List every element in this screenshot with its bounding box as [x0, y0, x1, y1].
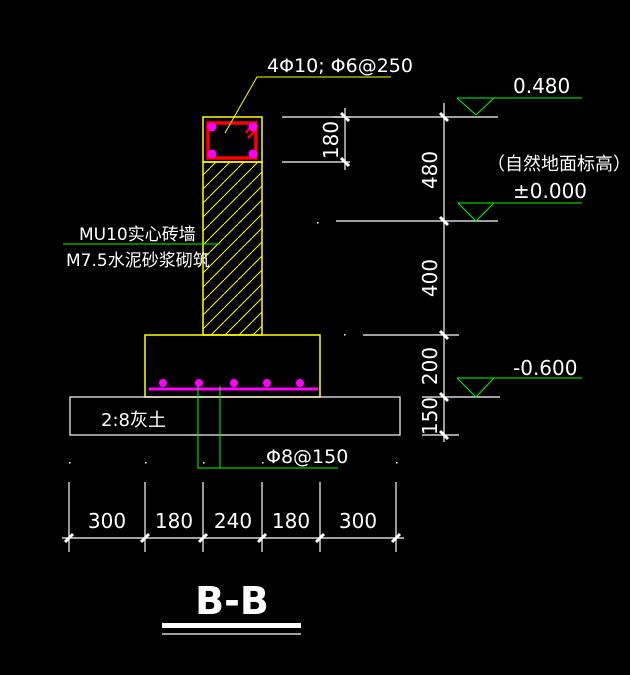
rebar-dot: [207, 122, 217, 132]
section-title-text: B-B: [195, 579, 269, 623]
elevation-label: -0.600: [513, 356, 577, 380]
brick-wall: [202, 161, 263, 336]
vertical-dimension-labels: 180 480 400 200 150: [319, 121, 442, 435]
elevation-marker-0000: ±0.000: [457, 179, 587, 222]
title-underline-thick: [162, 623, 301, 628]
dim-150: 150: [418, 397, 442, 435]
section-title: B-B: [162, 579, 301, 635]
elevation-label: ±0.000: [513, 179, 587, 203]
rebar-dot: [248, 122, 258, 132]
wall-material-line1: MU10实心砖墙: [79, 225, 196, 245]
ring-beam-rebar-label: 4Φ10; Φ6@250: [267, 55, 413, 77]
dim-480: 480: [418, 151, 442, 189]
rebar-dot: [207, 149, 217, 159]
vertical-dimensions: [282, 103, 500, 442]
stirrup: [206, 121, 258, 160]
stirrup-hook: [247, 129, 257, 139]
dim-240: 240: [214, 509, 252, 533]
cushion-layer: 2:8灰土: [69, 396, 401, 436]
rebar-dot: [230, 379, 238, 387]
cushion-label: 2:8灰土: [101, 410, 166, 431]
horizontal-dimensions: [62, 482, 404, 552]
dim-400: 400: [418, 259, 442, 297]
dim-300-right: 300: [339, 509, 377, 533]
rebar-dot: [159, 379, 167, 387]
ring-beam: [202, 116, 263, 163]
rebar-dot: [296, 379, 304, 387]
dim-180-ring-beam: 180: [319, 121, 343, 159]
dim-300-left: 300: [88, 509, 126, 533]
elevation-label: 0.480: [513, 74, 570, 98]
footing: [144, 334, 321, 398]
dim-180-right: 180: [272, 509, 310, 533]
rebar-dot: [195, 379, 203, 387]
dim-180-left: 180: [155, 509, 193, 533]
elevation-marker-0480: 0.480: [456, 74, 582, 116]
wall-material-note: MU10实心砖墙 M7.5水泥砂浆砌筑: [63, 225, 220, 271]
footing-rebar-label: Φ8@150: [266, 446, 348, 468]
rebar-dot: [248, 149, 258, 159]
ring-beam-leader: 4Φ10; Φ6@250: [224, 55, 413, 134]
natural-ground-note: （自然地面标高）: [487, 154, 630, 175]
wall-material-line2: M7.5水泥砂浆砌筑: [66, 251, 210, 271]
footing-rebar-leader: Φ8@150: [197, 386, 348, 469]
horizontal-dimension-labels: 300 180 240 180 300: [88, 509, 377, 533]
stray-points: [69, 222, 398, 464]
rebar-dot: [263, 379, 271, 387]
dim-200: 200: [418, 347, 442, 385]
elevation-marker-minus0600: -0.600: [456, 356, 582, 398]
